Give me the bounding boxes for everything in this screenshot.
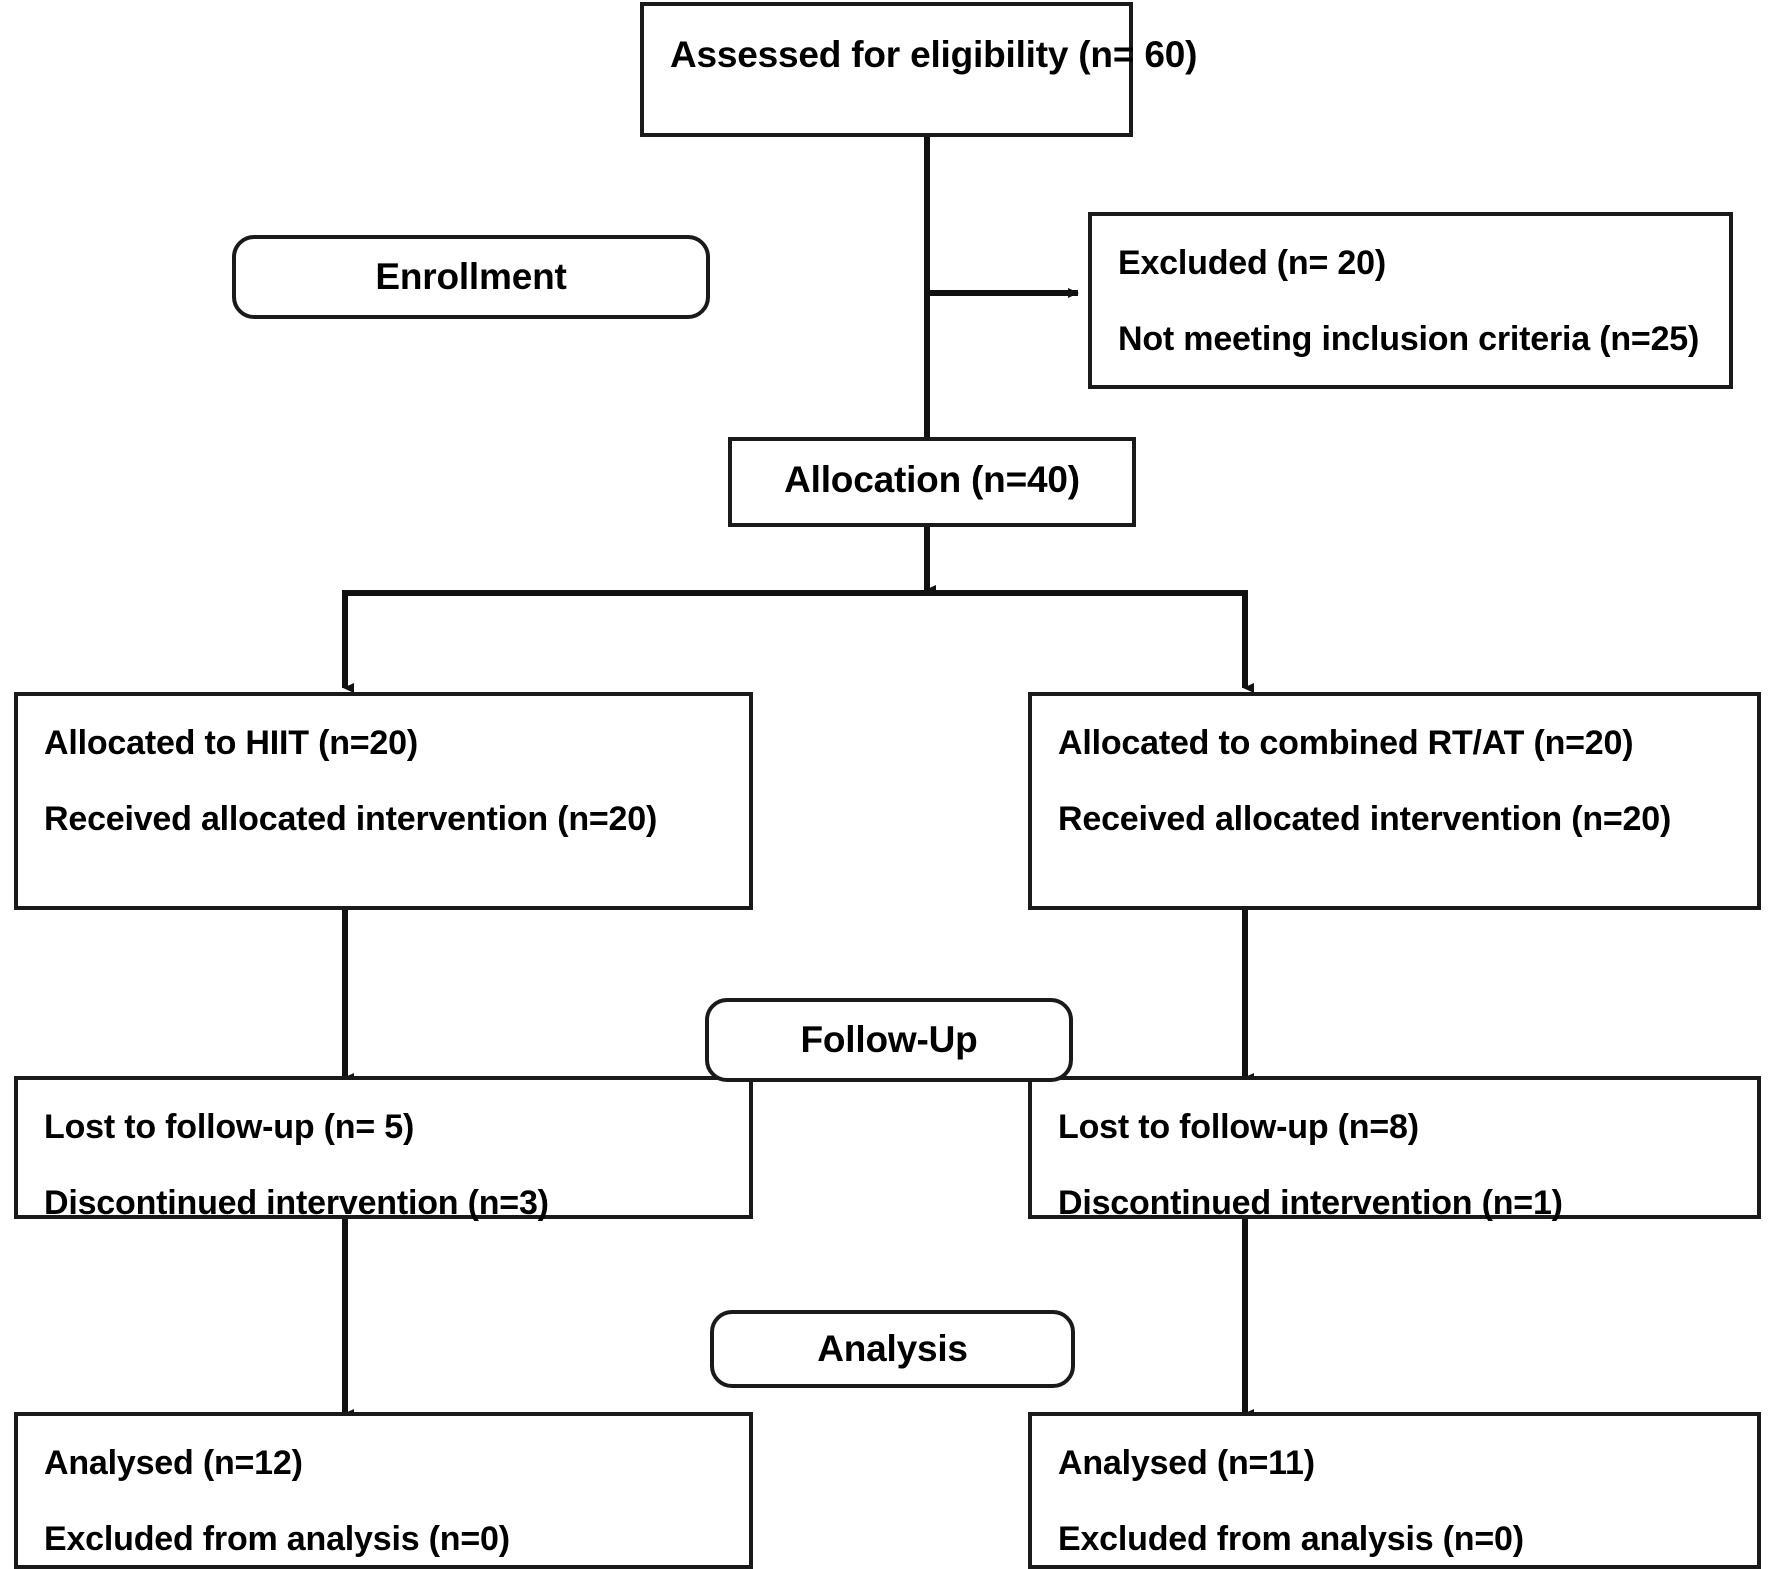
node-followup-hiit: Lost to follow-up (n= 5) Discontinued in… — [14, 1076, 753, 1222]
followup-left-line-2: Discontinued intervention (n=3) — [44, 1184, 549, 1222]
stage-label-analysis: Analysis — [710, 1310, 1075, 1388]
analysis-left-line-2: Excluded from analysis (n=0) — [44, 1520, 510, 1558]
followup-right-line-1: Lost to follow-up (n=8) — [1058, 1108, 1419, 1146]
node-analysis-combined-rt-at: Analysed (n=11) Excluded from analysis (… — [1028, 1412, 1761, 1569]
node-allocated-hiit: Allocated to HIIT (n=20) Received alloca… — [14, 692, 753, 910]
analysis-right-line-2: Excluded from analysis (n=0) — [1058, 1520, 1524, 1558]
allocated-right-line-1: Allocated to combined RT/AT (n=20) — [1058, 724, 1634, 762]
node-allocated-combined-rt-at: Allocated to combined RT/AT (n=20) Recei… — [1028, 692, 1761, 910]
followup-left-line-1: Lost to follow-up (n= 5) — [44, 1108, 415, 1146]
allocated-right-line-2: Received allocated intervention (n=20) — [1058, 800, 1672, 838]
excluded-line-1: Excluded (n= 20) — [1118, 244, 1386, 282]
node-allocation: Allocation (n=40) — [728, 437, 1136, 527]
allocated-left-line-1: Allocated to HIIT (n=20) — [44, 724, 418, 762]
analysis-left-line-1: Analysed (n=12) — [44, 1444, 303, 1482]
follow-up-label: Follow-Up — [800, 1019, 978, 1060]
excluded-line-2: Not meeting inclusion criteria (n=25) — [1118, 320, 1700, 358]
node-assessed-for-eligibility: Assessed for eligibility (n= 60) — [640, 2, 1198, 137]
stage-label-enrollment: Enrollment — [232, 235, 710, 319]
assessed-line-1: Assessed for eligibility (n= 60) — [670, 34, 1198, 75]
followup-right-line-2: Discontinued intervention (n=1) — [1058, 1184, 1563, 1222]
allocated-left-line-2: Received allocated intervention (n=20) — [44, 800, 658, 838]
node-analysis-hiit: Analysed (n=12) Excluded from analysis (… — [14, 1412, 753, 1569]
node-followup-combined-rt-at: Lost to follow-up (n=8) Discontinued int… — [1028, 1076, 1761, 1222]
enrollment-label: Enrollment — [375, 256, 567, 297]
stage-label-follow-up: Follow-Up — [705, 998, 1073, 1082]
analysis-label: Analysis — [817, 1328, 968, 1369]
analysis-right-line-1: Analysed (n=11) — [1058, 1444, 1315, 1482]
allocation-line-1: Allocation (n=40) — [784, 459, 1080, 500]
node-excluded: Excluded (n= 20) Not meeting inclusion c… — [1088, 212, 1733, 389]
